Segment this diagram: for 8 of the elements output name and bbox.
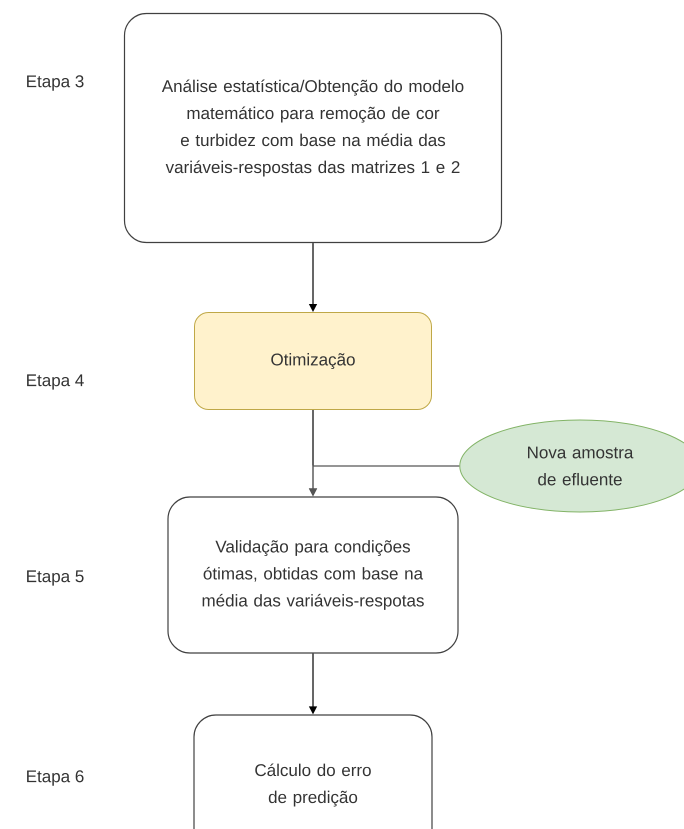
step-label: Etapa 5 — [27, 570, 84, 586]
step-label: Etapa 6 — [27, 770, 84, 786]
step-label: Etapa 4 — [27, 374, 84, 390]
process-box: Validação para condições ótimas, obtidas com base na média das variáveis-respotas — [167, 496, 459, 654]
process-box: Análise estatística/Obtenção do modelo matemático para remoção de cor e turbidez com base na média das variáveis-respostas das matrizes 1 e 2 — [124, 12, 502, 244]
process-box: Otimização — [194, 312, 432, 410]
step-label: Etapa 3 — [27, 75, 84, 91]
process-box: Cálculo do erro de predição — [193, 714, 433, 829]
